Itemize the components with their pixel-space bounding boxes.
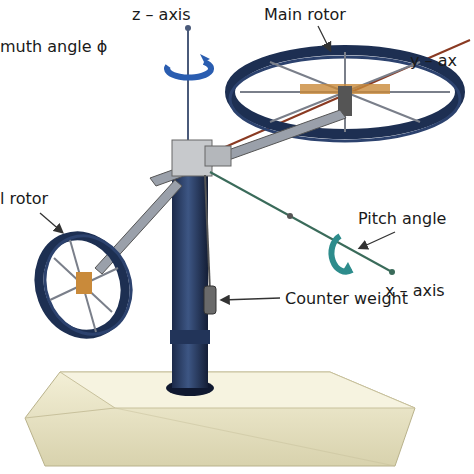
part-label: Main rotor [264, 6, 346, 24]
axis-label: z – axis [132, 6, 191, 24]
axis-label: y – ax [410, 52, 457, 70]
angle-label: muth angle ϕ [0, 38, 107, 56]
part-label: l rotor [0, 190, 48, 208]
angle-label: Pitch angle [358, 210, 446, 228]
part-label: Counter weight [285, 290, 408, 308]
